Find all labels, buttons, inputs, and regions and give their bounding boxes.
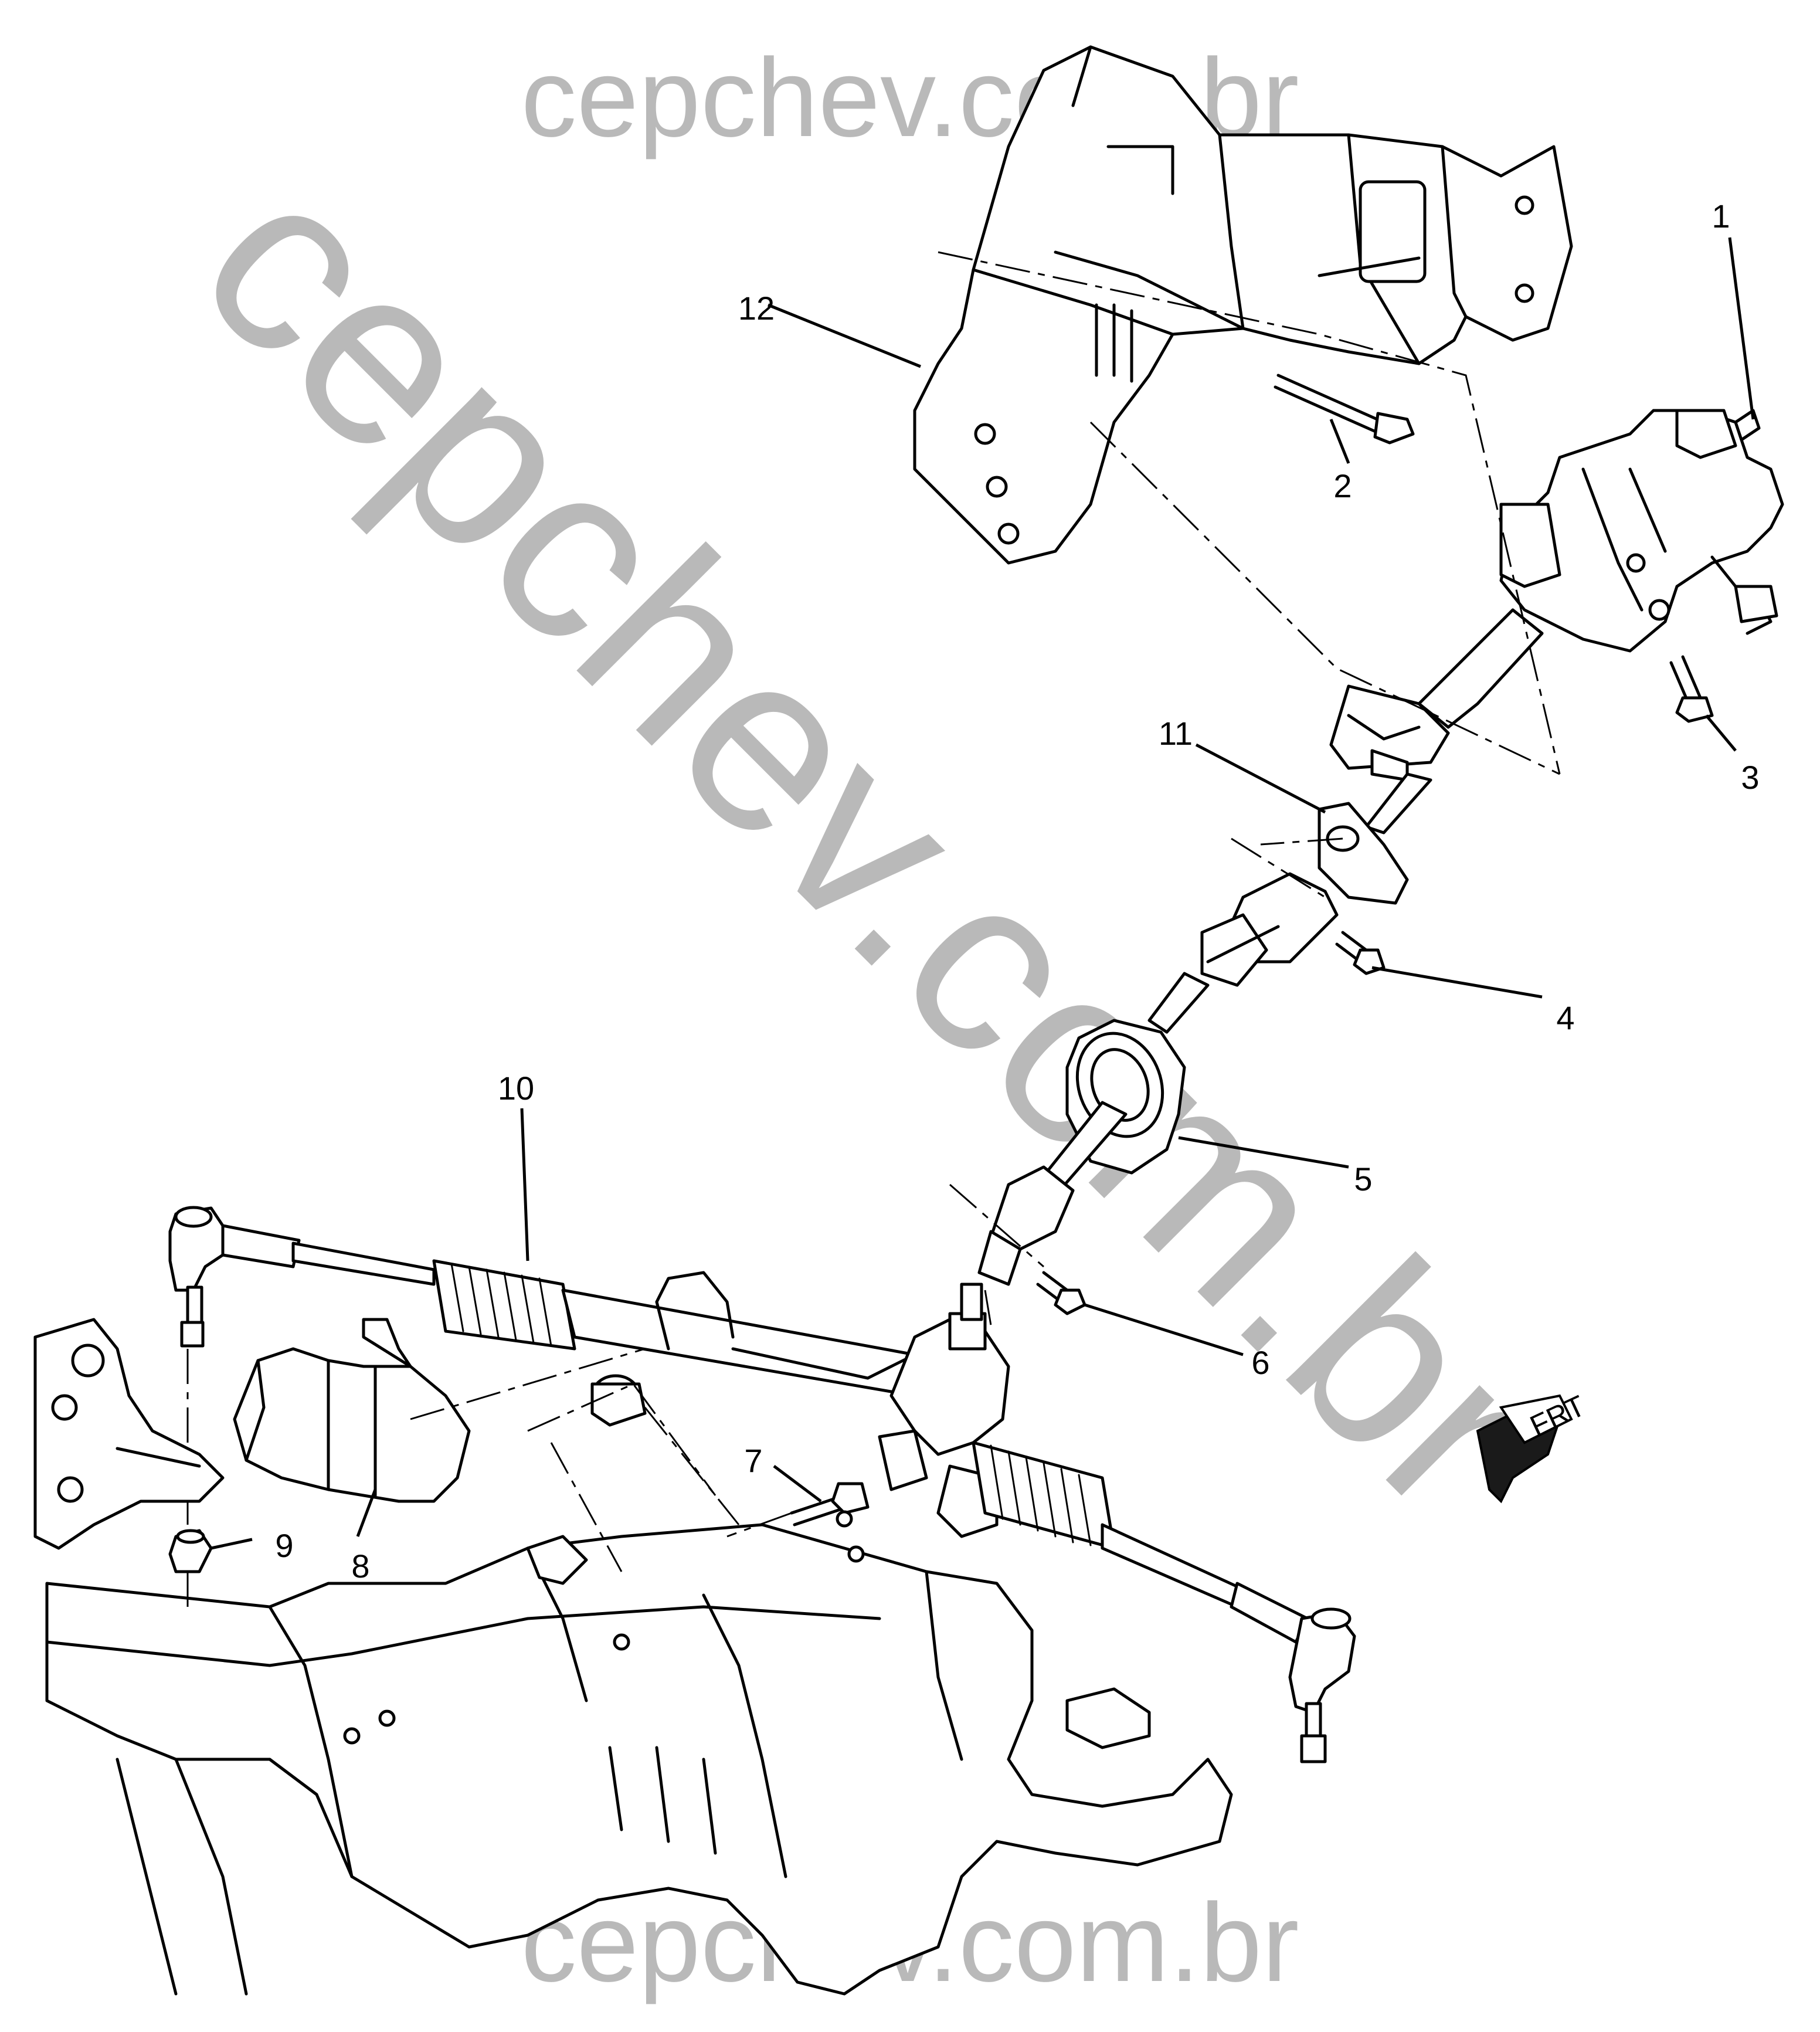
intermediate-shaft-seal — [1318, 802, 1409, 905]
steering-column-upper — [1499, 409, 1784, 653]
callout-12: 12 — [738, 290, 775, 327]
callout-2: 2 — [1333, 467, 1352, 504]
column-mounting-bolt — [1669, 655, 1714, 723]
universal-joint-lower — [977, 1165, 1075, 1286]
shaft-pinch-bolt-lower — [1036, 1271, 1086, 1315]
intermediate-shaft-upper — [1329, 608, 1544, 834]
leader-lines — [210, 237, 1755, 1550]
steering-shaft-dash-seal — [1030, 1019, 1186, 1204]
callout-1: 1 — [1712, 198, 1730, 235]
callout-11: 11 — [1159, 715, 1193, 752]
callouts: 1 2 3 4 5 6 7 8 9 10 11 12 — [275, 198, 1759, 1585]
alignment-lines — [186, 251, 1561, 1607]
instrument-panel-bracket — [913, 45, 1573, 565]
callout-7: 7 — [744, 1442, 762, 1479]
callout-8: 8 — [351, 1548, 369, 1585]
universal-joint-upper — [1147, 872, 1339, 1034]
shaft-pinch-bolt-upper — [1335, 931, 1386, 975]
steering-gear-heat-shield — [233, 1318, 471, 1503]
gear-mounting-bolt — [790, 1482, 870, 1526]
callout-3: 3 — [1741, 759, 1759, 796]
callout-5: 5 — [1354, 1161, 1372, 1198]
tie-rod-nut — [168, 1529, 213, 1573]
front-direction-arrow-icon: FRT — [1476, 1389, 1590, 1504]
front-suspension-crossmember — [45, 1510, 1233, 1996]
callout-6: 6 — [1251, 1344, 1269, 1381]
column-bolt — [1274, 374, 1415, 445]
steering-gear-assembly — [168, 1206, 1356, 1763]
steering-knuckle — [33, 1318, 225, 1550]
callout-4: 4 — [1556, 999, 1574, 1036]
callout-9: 9 — [275, 1527, 293, 1564]
callout-10: 10 — [498, 1070, 534, 1107]
